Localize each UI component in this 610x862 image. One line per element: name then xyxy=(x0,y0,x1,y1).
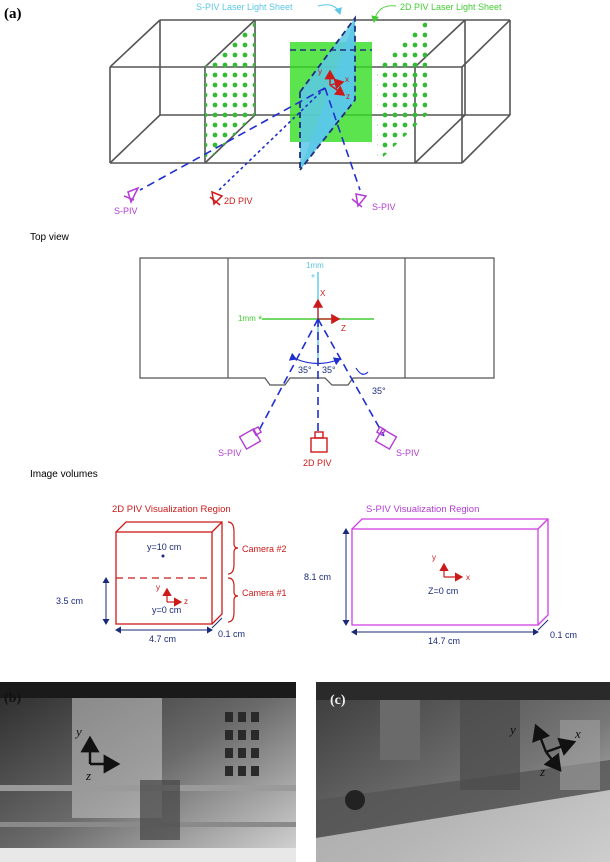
piv2d-y-top: y=10 cm xyxy=(147,542,181,552)
photo-c-axis-y xyxy=(532,723,551,753)
photo-c: y x z (c) xyxy=(316,682,610,862)
piv2d-region-title: 2D PIV Visualization Region xyxy=(112,504,231,515)
top-view-tank xyxy=(139,257,495,386)
photo-c-x-label: x xyxy=(574,726,581,741)
top-spiv-left-camera-icon: S-PIV xyxy=(218,425,263,458)
top-piv2d-label: 2D PIV xyxy=(303,458,332,468)
spiv-depth: 0.1 cm xyxy=(550,630,577,640)
top-spiv-right-camera-icon: S-PIV xyxy=(374,425,420,458)
angle-right-label: 35° xyxy=(322,365,336,375)
top-spiv-left-label: S-PIV xyxy=(218,448,242,458)
camera2-label: Camera #2 xyxy=(242,544,287,554)
piv2d-width: 4.7 cm xyxy=(149,634,176,644)
spiv-origin: Z=0 cm xyxy=(428,586,458,596)
axis-y-label: y xyxy=(318,67,322,76)
photo-b-z-label: z xyxy=(85,768,91,783)
top-piv2d-thickness: 1mm xyxy=(238,314,256,323)
spiv-region-title: S-PIV Visualization Region xyxy=(366,504,479,515)
spiv-width: 14.7 cm xyxy=(428,636,460,646)
piv2d-axis-y: y xyxy=(156,583,160,592)
piv2d-axis-z: z xyxy=(184,597,188,606)
photo-b-label: (b) xyxy=(4,691,21,706)
spiv-axis-y: y xyxy=(432,553,436,562)
top-sightlines xyxy=(255,318,385,437)
panel-a-label: (a) xyxy=(4,6,22,22)
camera-sightlines xyxy=(139,87,361,193)
seeding-panel-left xyxy=(205,20,255,163)
top-axis-x-label: X xyxy=(320,289,326,298)
spiv-axis-x: x xyxy=(466,573,470,582)
top-axis-z-label: Z xyxy=(341,324,346,333)
photo-b-y-label: y xyxy=(74,724,82,739)
piv2d-sheet-label: 2D PIV Laser Light Sheet xyxy=(400,2,502,12)
top-piv2d-camera-icon: 2D PIV xyxy=(303,431,332,468)
spiv-right-camera-label: S-PIV xyxy=(372,202,396,212)
origin-axes: y x z xyxy=(318,67,350,101)
axis-z-label: z xyxy=(346,92,350,101)
asterisk-icon: * xyxy=(258,314,263,326)
top-spiv-right-label: S-PIV xyxy=(396,448,420,458)
piv2d-sheet-arrow xyxy=(371,5,397,23)
seeding-panel-right xyxy=(377,20,427,163)
photo-c-label: (c) xyxy=(330,693,346,708)
photo-c-axis-x xyxy=(545,737,577,756)
spiv-left-camera-label: S-PIV xyxy=(114,206,138,216)
spiv-sheet-arrow xyxy=(317,4,342,15)
asterisk-icon: * xyxy=(311,273,315,284)
angle-out-label: 35° xyxy=(372,386,386,396)
image-volumes: Image volumes 2D PIV Visualization Regio… xyxy=(30,469,577,646)
spiv-left-camera-icon: S-PIV xyxy=(114,186,140,216)
spiv-sheet-label: S-PIV Laser Light Sheet xyxy=(196,2,293,12)
photo-c-y-label: y xyxy=(508,722,516,737)
piv2d-y-bottom: y=0 cm xyxy=(152,605,181,615)
photo-b: y z (b) xyxy=(0,682,296,862)
piv2d-depth: 0.1 cm xyxy=(218,629,245,639)
angle-left-label: 35° xyxy=(298,365,312,375)
photo-c-axis-z xyxy=(543,751,562,772)
axis-x-label: x xyxy=(345,75,349,84)
spiv-right-camera-icon: S-PIV xyxy=(351,193,396,212)
top-view-heading: Top view xyxy=(30,232,70,243)
top-spiv-thickness: 1mm xyxy=(306,261,324,270)
piv2d-region: 2D PIV Visualization Region y=10 cm y z … xyxy=(56,504,287,644)
angle-out-arc xyxy=(355,367,369,375)
photo-c-z-label: z xyxy=(539,764,545,779)
spiv-height: 8.1 cm xyxy=(304,572,331,582)
top-view: Top view 1mm * 1mm * X Z 35° 35° 35° xyxy=(30,232,495,468)
piv2d-height: 3.5 cm xyxy=(56,596,83,606)
piv2d-camera-icon: 2D PIV xyxy=(209,190,253,206)
panel-a: (a) xyxy=(4,2,511,216)
spiv-region: S-PIV Visualization Region y x Z=0 cm 8.… xyxy=(304,504,577,646)
image-volumes-heading: Image volumes xyxy=(30,469,98,480)
angle-arc xyxy=(288,352,342,366)
piv2d-camera-label: 2D PIV xyxy=(224,196,253,206)
camera1-label: Camera #1 xyxy=(242,588,287,598)
